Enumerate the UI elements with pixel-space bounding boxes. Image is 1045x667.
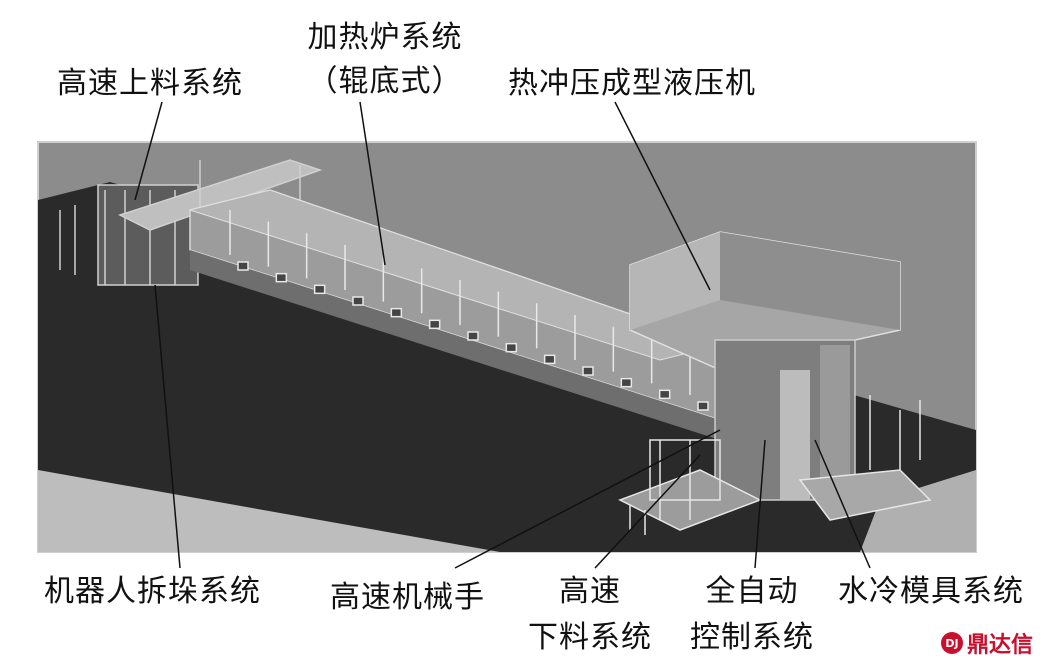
label-furnace-line2: （辊底式） <box>307 64 463 99</box>
furnace-burner <box>467 331 479 341</box>
furnace-burner <box>275 272 288 283</box>
leader-control <box>754 439 766 569</box>
leader-robot <box>154 284 181 569</box>
label-loading-system: 高速上料系统 <box>57 66 243 101</box>
leader-press <box>614 101 711 291</box>
furnace-burner <box>505 342 518 353</box>
label-press: 热冲压成型液压机 <box>508 66 756 101</box>
furnace-burner <box>658 389 671 400</box>
floor-right-light <box>860 470 976 552</box>
label-robot-depalletizing: 机器人拆垛系统 <box>44 574 261 609</box>
label-unloading-system: 高速 下料系统 <box>520 574 660 656</box>
loading-system <box>59 159 323 286</box>
furnace-burner <box>543 354 556 365</box>
furnace-burner <box>237 261 249 271</box>
leader-lines <box>134 101 871 569</box>
label-manipulator: 高速机械手 <box>330 580 485 615</box>
label-control-line2: 控制系统 <box>690 620 814 655</box>
label-unloading-line1: 高速 <box>559 574 621 609</box>
furnace-segments <box>229 210 709 411</box>
press-machine <box>629 231 901 501</box>
watermark-logo-icon: DJ <box>940 632 963 654</box>
furnace-burner <box>697 401 709 411</box>
leader-furnace <box>359 101 386 266</box>
label-unloading-line2: 下料系统 <box>528 620 652 655</box>
label-furnace-system: 加热炉系统 （辊底式） <box>290 20 480 100</box>
furnace-burner <box>352 296 364 306</box>
watermark: DJ 鼎达信 <box>940 627 1033 659</box>
furnace-burner <box>620 377 633 388</box>
label-control-system: 全自动 控制系统 <box>682 574 822 656</box>
watermark-text: 鼎达信 <box>966 633 1033 658</box>
furnace-burner <box>390 307 403 318</box>
furnace-system <box>188 189 722 440</box>
label-cooling-mold: 水冷模具系统 <box>838 574 1024 609</box>
furnace-burner <box>313 284 326 295</box>
leader-cooling <box>814 439 871 569</box>
label-control-line1: 全自动 <box>705 574 799 609</box>
leader-loading <box>134 101 163 201</box>
furnace-burner <box>428 319 441 330</box>
label-furnace-line1: 加热炉系统 <box>307 20 463 55</box>
floor-light-strip <box>38 470 500 552</box>
leader-unloading <box>594 454 701 569</box>
leader-manipulator <box>454 429 721 569</box>
furnace-burner <box>582 366 594 376</box>
